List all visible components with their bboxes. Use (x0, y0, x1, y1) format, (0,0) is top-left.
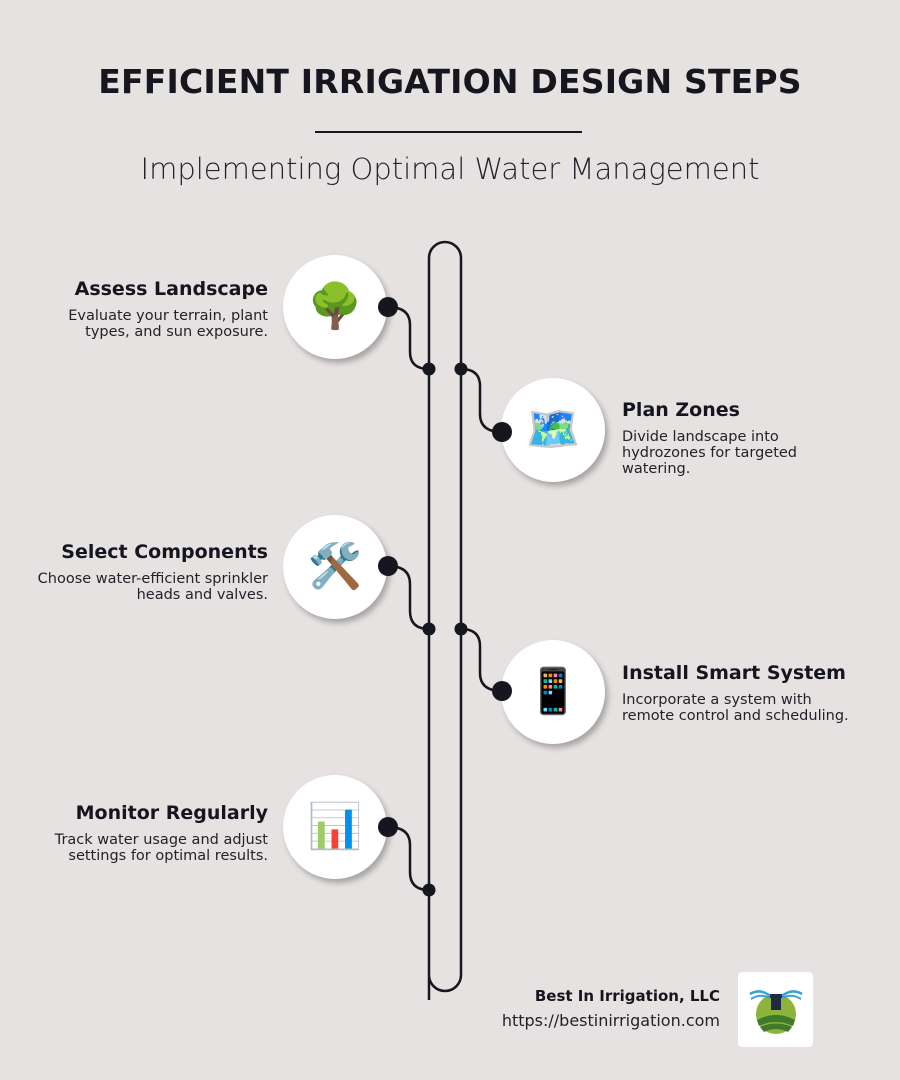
title-divider (315, 131, 582, 133)
step-description: Choose water-efficient sprinkler heads a… (37, 571, 268, 603)
step-title: Select Components (61, 541, 268, 563)
tree-icon: 🌳 (307, 281, 363, 332)
step-title: Assess Landscape (74, 278, 268, 300)
page-subtitle: Implementing Optimal Water Management (140, 152, 760, 186)
company-logo (738, 972, 813, 1047)
step-title: Monitor Regularly (75, 802, 268, 824)
step-assess-landscape: Assess Landscape Evaluate your terrain, … (28, 278, 268, 340)
step-icon-circle: 📱 (501, 640, 605, 744)
step-install-smart-system: Install Smart System Incorporate a syste… (622, 662, 862, 724)
step-icon-circle: 🛠️ (283, 515, 387, 619)
step-select-components: Select Components Choose water-efficient… (28, 541, 268, 603)
step-title: Plan Zones (622, 399, 740, 421)
step-description: Evaluate your terrain, plant types, and … (68, 308, 268, 340)
company-name: Best In Irrigation, LLC (534, 987, 720, 1005)
world-map-icon: 🗺️ (525, 404, 581, 455)
step-icon-circle: 🗺️ (501, 378, 605, 482)
step-plan-zones: Plan Zones Divide landscape into hydrozo… (622, 399, 862, 477)
mobile-phone-icon: 📱 (525, 666, 581, 717)
page-title: EFFICIENT IRRIGATION DESIGN STEPS (98, 62, 802, 101)
sprinkler-logo-icon (748, 989, 803, 1034)
step-icon-circle: 🌳 (283, 255, 387, 359)
step-title: Install Smart System (622, 662, 846, 684)
step-description: Divide landscape into hydrozones for tar… (622, 429, 798, 477)
step-description: Incorporate a system with remote control… (622, 692, 849, 724)
step-icon-circle: 📊 (283, 775, 387, 879)
step-monitor-regularly: Monitor Regularly Track water usage and … (28, 802, 268, 864)
hammer-and-wrench-icon: 🛠️ (307, 541, 363, 592)
step-description: Track water usage and adjust settings fo… (54, 832, 268, 864)
company-url-link[interactable]: https://bestinirrigation.com (501, 1011, 720, 1030)
bar-chart-icon: 📊 (307, 801, 363, 852)
